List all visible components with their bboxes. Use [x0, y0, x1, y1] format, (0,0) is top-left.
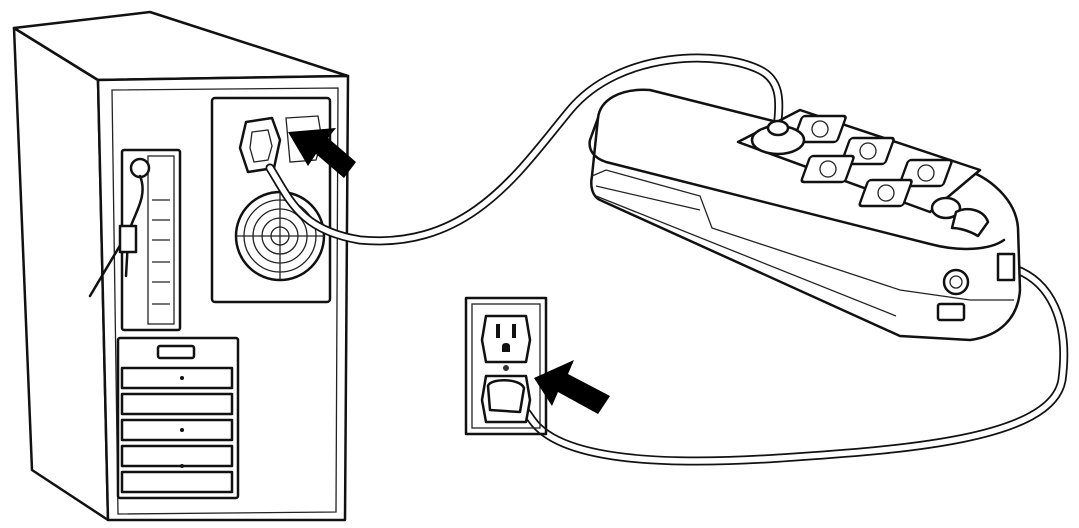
io-panel: [88, 148, 182, 332]
strip-socket: [898, 158, 953, 188]
strip-socket: [858, 178, 913, 208]
power-cable-outlet: [503, 263, 1069, 466]
power-supply-unit: [210, 96, 332, 304]
power-strip: [588, 88, 1022, 342]
strip-end-port: [936, 268, 970, 322]
expansion-slots: [116, 336, 240, 500]
plug-in-strip: [750, 119, 806, 156]
computer-tower: [12, 10, 350, 522]
outlet-sockets: [792, 114, 953, 208]
wall-outlet: [464, 296, 548, 436]
power-switch: [930, 196, 990, 238]
fan-grill: [234, 190, 326, 282]
arrow-icon: [288, 128, 356, 178]
arrow-icon: [534, 360, 610, 414]
power-cable-computer: [265, 53, 784, 246]
strip-socket: [800, 154, 855, 184]
strip-socket: [792, 114, 847, 144]
